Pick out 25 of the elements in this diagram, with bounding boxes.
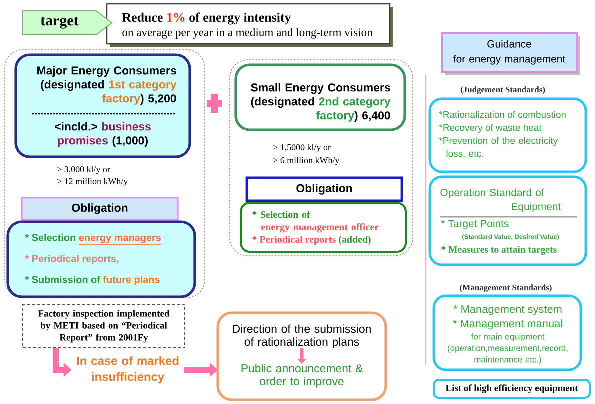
standards-box: * Management system * Management manual for main equipment (operation,measurement,record, maintenance etc.) (432, 294, 582, 372)
section-heading: (Judgement Standards) (460, 86, 546, 94)
consumer-box: Small Energy Consumers (designated 2nd category factory) 6,400 (234, 64, 406, 132)
node-label: Major Energy Consumers (designated 1st category factory) 5,200 (38, 66, 177, 105)
condition-text: In case of marked insufficiency (77, 356, 179, 384)
consumer-box: Major Energy Consumers (designated 1st category factory) 5,200 <incld.> business promises (1,000) (14, 54, 192, 158)
threshold-text: ≥ 3,000 kl/y or (58, 166, 110, 174)
header-bar: Obligation (246, 176, 404, 202)
goal-box: Reduce 1% of energy intensity on average per year in a medium and long-term vision (106, 3, 393, 47)
step-text: Direction of the submission of rationalization plans (233, 324, 371, 348)
step-text: Public announcement & order to improve (242, 364, 363, 388)
duty-list-box: * Selection energy managers * Periodical reports, * Submission of future plans (6, 220, 196, 298)
header-box: Guidance for energy management (441, 32, 580, 75)
note-box: Factory inspection implemented by METI based on “Periodical Report” from 2001Fy (22, 304, 186, 348)
threshold-text: ≥ 6 million kWh/y (274, 157, 340, 166)
threshold-text: ≥ 12 million kWh/y (58, 178, 128, 186)
node-label: <incld.> business promises (1,000) (55, 122, 151, 147)
section-heading: (Management Standards) (460, 284, 552, 292)
process-box (216, 312, 388, 402)
reference-box: List of high efficiency equipment (433, 379, 591, 399)
header-bar: Obligation (21, 197, 179, 221)
threshold-text: ≥ 1,5000 kl/y or (274, 144, 331, 152)
arrow-tag: target (22, 10, 113, 36)
dashed-group (230, 60, 414, 256)
standards-box: *Rationalization of combustion *Recovery of waste heat *Prevention of the electricity loss, etc. (428, 98, 588, 174)
